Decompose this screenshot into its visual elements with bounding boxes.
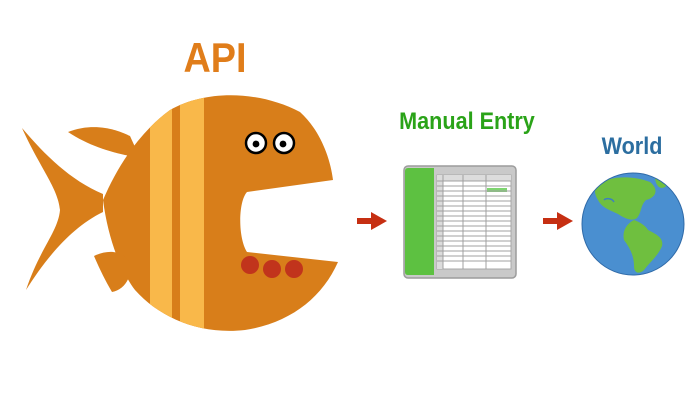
manual-entry-title: Manual Entry: [399, 108, 535, 135]
world-title: World: [601, 133, 663, 160]
api-title: API: [183, 34, 247, 81]
